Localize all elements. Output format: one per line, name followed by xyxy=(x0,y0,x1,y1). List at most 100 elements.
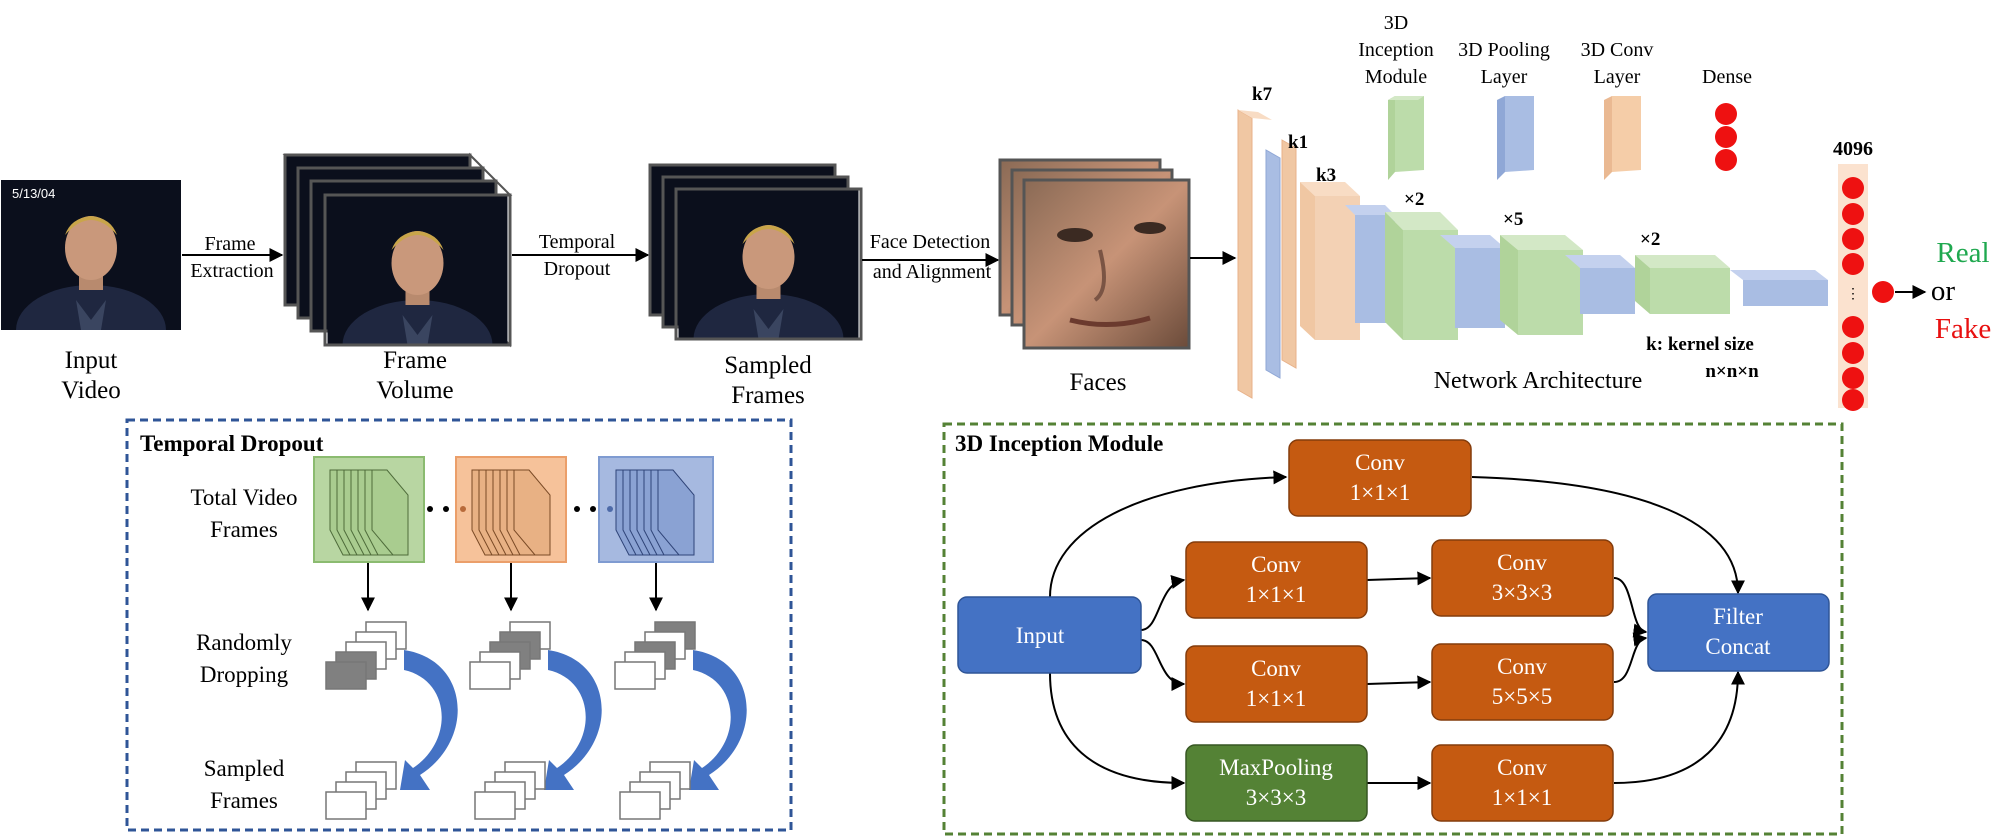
edge-input-conv-top xyxy=(1049,470,1288,598)
frame-volume-label-line1: Frame xyxy=(383,347,447,374)
legend-inception-line2: Inception xyxy=(1358,39,1434,61)
node-conv-c2-line2: 1×1×1 xyxy=(1492,785,1552,810)
legend-pooling-line2: Layer xyxy=(1481,66,1528,88)
node-conv-a1 xyxy=(1185,541,1368,619)
network-legend: 3D Inception Module 3D Pooling Layer 3D … xyxy=(1358,12,1752,180)
edge-input-conv-a1 xyxy=(1140,575,1186,631)
node-maxpooling xyxy=(1185,744,1368,822)
node-conv-a2-line1: Conv xyxy=(1497,550,1547,575)
output-node xyxy=(1872,281,1894,303)
temporal-dropout-title: Temporal Dropout xyxy=(140,431,324,456)
node-conv-b1-line2: 1×1×1 xyxy=(1246,686,1306,711)
edge-a2-concat xyxy=(1613,577,1648,638)
legend-pooling-line1: 3D Pooling xyxy=(1458,39,1550,61)
row-label-sampled-line1: Sampled xyxy=(204,756,285,781)
legend-pooling-swatch xyxy=(1497,96,1505,180)
output-real: Real xyxy=(1936,237,1989,269)
edge-b1-b2 xyxy=(1366,675,1432,690)
temporal-dropout-panel: Temporal Dropout Total Video Frames Rand… xyxy=(125,418,793,832)
dense-layer: 4096 ⋮ xyxy=(1833,138,1873,411)
node-concat-line1: Filter xyxy=(1713,604,1763,629)
legend-conv-line1: 3D Conv xyxy=(1581,39,1654,61)
legend-conv-swatch xyxy=(1604,96,1612,180)
node-concat-line2: Concat xyxy=(1705,634,1771,659)
temporal-dropout-label-line1: Temporal xyxy=(539,231,616,253)
inception-panel-title: 3D Inception Module xyxy=(955,431,1163,456)
kernel-label-k3: k3 xyxy=(1316,165,1336,186)
node-conv-b2 xyxy=(1431,643,1614,721)
kernel-note-line2: n×n×n xyxy=(1705,361,1759,382)
legend-inception-swatch xyxy=(1388,96,1395,180)
curve-arrow-1 xyxy=(400,650,458,790)
curve-arrow-2 xyxy=(544,650,602,790)
node-conv-a2-line2: 3×3×3 xyxy=(1492,580,1552,605)
node-input xyxy=(957,596,1142,674)
dropping-stack-3 xyxy=(614,621,696,690)
kernel-note-line1: k: kernel size xyxy=(1646,334,1754,355)
sampled-frames-stack xyxy=(648,163,863,341)
dense-size-label: 4096 xyxy=(1833,138,1873,160)
temporal-dropout-border xyxy=(125,418,793,832)
kernel-label-k7: k7 xyxy=(1252,84,1273,105)
frame-extraction-label-line2: Extraction xyxy=(190,260,273,282)
edge-a1-a2 xyxy=(1366,571,1432,586)
sampled-stack-3 xyxy=(619,761,691,820)
output-or: or xyxy=(1931,275,1956,307)
frame-volume-label-line2: Volume xyxy=(376,377,453,404)
node-input-label: Input xyxy=(1016,623,1065,648)
curve-arrow-3 xyxy=(689,650,747,790)
row-label-randomly-line1: Randomly xyxy=(196,630,292,655)
inception-panel-border xyxy=(942,422,1844,836)
faces-stack xyxy=(998,158,1191,350)
row-label-randomly-line2: Dropping xyxy=(200,662,289,687)
node-maxpool-line1: MaxPooling xyxy=(1219,755,1333,780)
node-conv-top-line2: 1×1×1 xyxy=(1350,480,1410,505)
node-maxpool-line2: 3×3×3 xyxy=(1246,785,1306,810)
node-conv-a1-line1: Conv xyxy=(1251,552,1301,577)
inception-module-panel: 3D Inception Module Input Filter Concat … xyxy=(942,422,1844,836)
faces-label: Faces xyxy=(1070,369,1127,396)
input-video-frame-image xyxy=(1,180,181,330)
edge-conv-top-concat xyxy=(1471,476,1745,595)
multiplier-label-1: ×2 xyxy=(1404,189,1424,210)
dropping-stack-1 xyxy=(325,621,407,690)
multiplier-label-2: ×5 xyxy=(1503,209,1523,230)
row-label-total-line1: Total Video xyxy=(190,485,297,510)
video-timestamp: 5/13/04 xyxy=(12,186,55,201)
legend-inception-line3: Module xyxy=(1365,66,1427,88)
node-conv-b1 xyxy=(1185,645,1368,723)
legend-conv-line2: Layer xyxy=(1594,66,1641,88)
node-conv-c2-line1: Conv xyxy=(1497,755,1547,780)
node-conv-b1-line1: Conv xyxy=(1251,656,1301,681)
frame-volume-stack xyxy=(282,152,513,348)
output-fake: Fake xyxy=(1935,313,1991,345)
multiplier-label-3: ×2 xyxy=(1640,229,1660,250)
row-label-total-line2: Frames xyxy=(210,517,278,542)
edge-b2-concat xyxy=(1613,632,1648,683)
input-video-label-line2: Video xyxy=(61,377,121,404)
legend-inception-line1: 3D xyxy=(1384,12,1408,34)
edge-c2-concat xyxy=(1613,670,1745,784)
node-conv-b2-line2: 5×5×5 xyxy=(1492,684,1552,709)
edge-input-maxpool xyxy=(1049,672,1186,790)
sampled-stack-1 xyxy=(325,761,397,820)
node-conv-c2 xyxy=(1431,744,1614,822)
face-detection-label-line2: and Alignment xyxy=(873,261,992,283)
legend-dense-label: Dense xyxy=(1702,66,1752,88)
frame-extraction-label-line1: Frame xyxy=(204,233,255,255)
edge-input-conv-b1 xyxy=(1140,639,1186,691)
node-conv-top xyxy=(1288,439,1472,517)
sampled-frames-label-line2: Frames xyxy=(731,382,805,409)
node-conv-a1-line2: 1×1×1 xyxy=(1246,582,1306,607)
sampled-stack-2 xyxy=(474,761,546,820)
input-video: 5/13/04 Input Video xyxy=(1,180,181,404)
node-conv-a2 xyxy=(1431,539,1614,617)
row-label-sampled-line2: Frames xyxy=(210,788,278,813)
face-detection-label-line1: Face Detection xyxy=(870,231,991,253)
network-architecture-label: Network Architecture xyxy=(1434,368,1643,394)
temporal-dropout-label-line2: Dropout xyxy=(544,258,611,280)
node-conv-b2-line1: Conv xyxy=(1497,654,1547,679)
node-filter-concat xyxy=(1647,593,1830,672)
sampled-frames-label-line1: Sampled xyxy=(724,352,812,379)
